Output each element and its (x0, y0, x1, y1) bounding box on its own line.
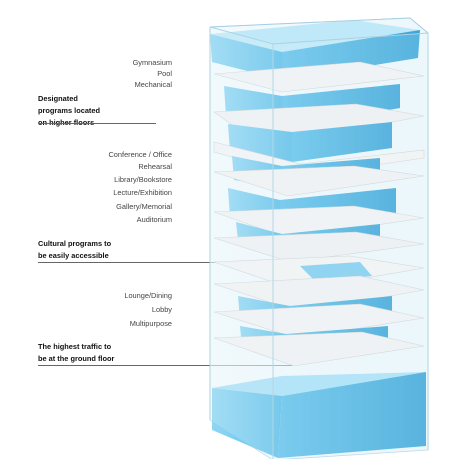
program-label-mechanical: Mechanical (134, 80, 172, 89)
heading-underline-cultural-programs (38, 262, 294, 263)
program-label-auditorium: Auditorium (136, 215, 172, 224)
heading-underline-ground-floor (38, 365, 294, 366)
program-label-gymnasium: Gymnasium (132, 58, 172, 67)
program-label-library-bookstore: Library/Bookstore (114, 175, 172, 184)
program-label-lecture-exhibition: Lecture/Exhibition (113, 188, 172, 197)
program-label-lounge-dining: Lounge/Dining (124, 291, 172, 300)
glass-envelope-frame (209, 17, 429, 459)
group-heading-cultural-programs: Cultural programs to be easily accessibl… (38, 239, 112, 260)
program-label-multipurpose: Multipurpose (129, 319, 172, 328)
floor-slab-1 (213, 61, 425, 93)
foam-base-block (212, 372, 426, 458)
glass-envelope-side (210, 27, 273, 459)
program-label-gallery-memorial: Gallery/Memorial (116, 202, 172, 211)
heading-underline-higher-floors (38, 123, 156, 124)
program-label-conference-office: Conference / Office (108, 150, 172, 159)
program-label-lobby: Lobby (151, 305, 172, 314)
floor-slab-7 (213, 255, 425, 291)
program-label-rehearsal: Rehearsal (138, 162, 172, 171)
floor-slab-9 (213, 303, 425, 339)
floor-slab-10 (213, 331, 425, 367)
glass-envelope-front (273, 33, 428, 459)
floor-slab-4 (213, 165, 425, 197)
group-heading-ground-floor: The highest traffic to be at the ground … (38, 342, 115, 363)
floor-slab-6 (213, 231, 425, 263)
group-heading-higher-floors: Designated programs located on higher fl… (38, 94, 101, 127)
program-label-pool: Pool (157, 69, 172, 78)
